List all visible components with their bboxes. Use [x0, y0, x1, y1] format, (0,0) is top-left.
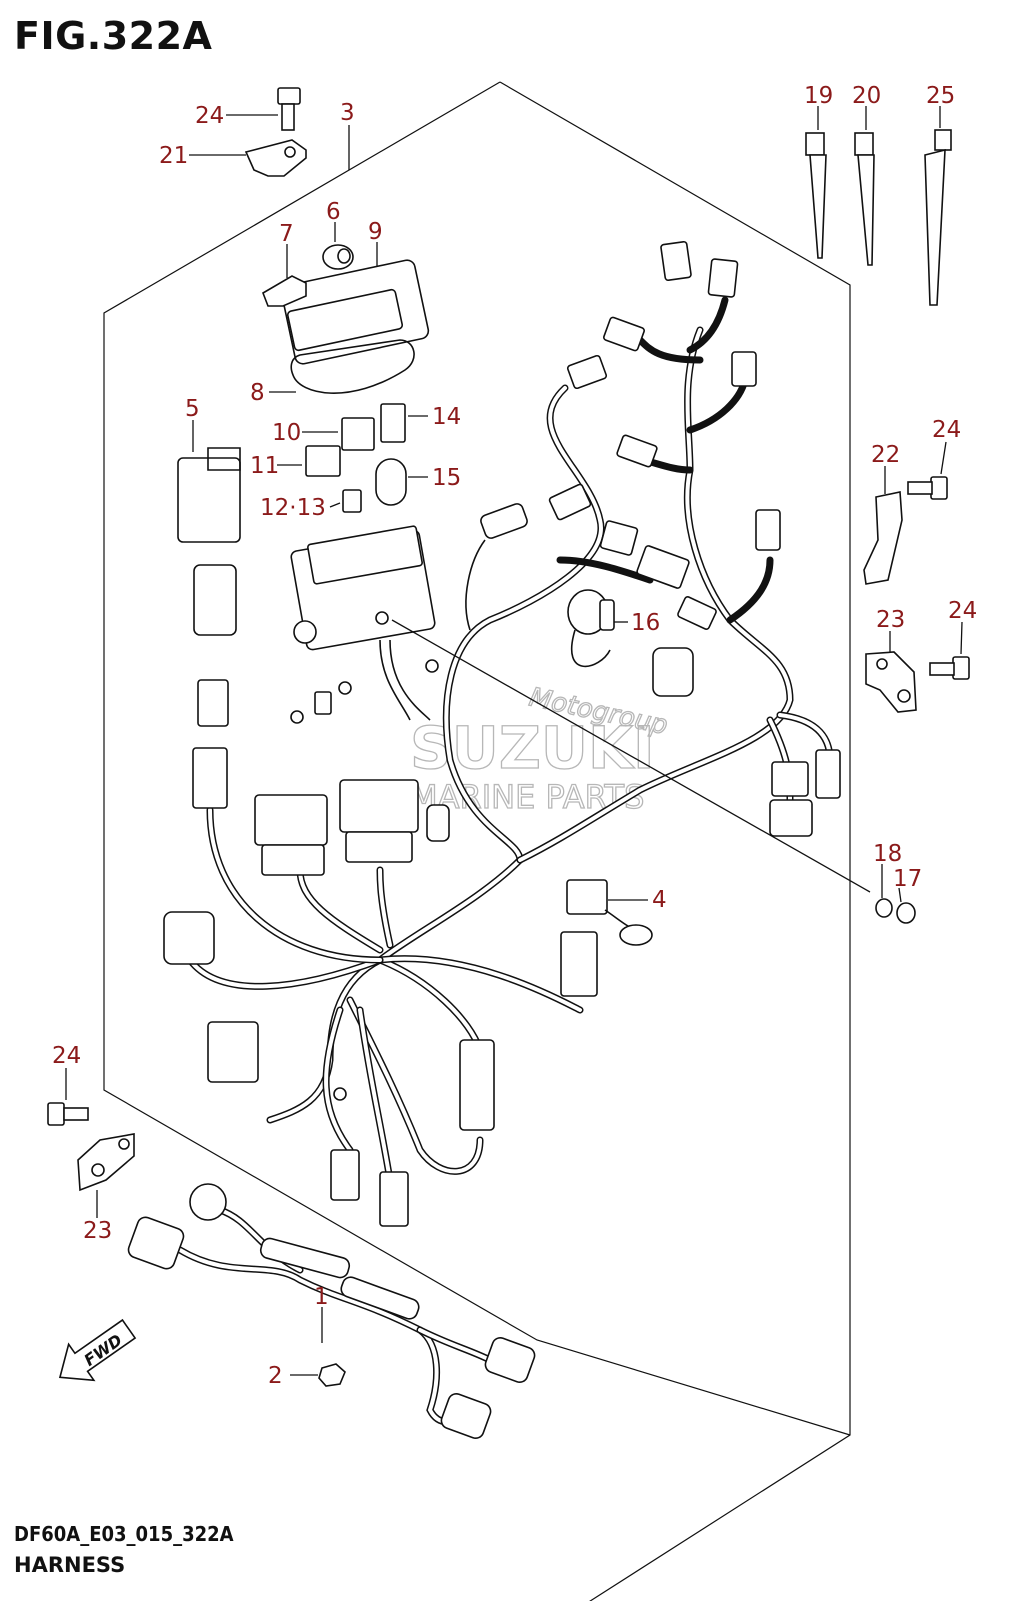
- callout-23-right: 23: [876, 607, 905, 633]
- callout-24-left: 24: [52, 1043, 81, 1069]
- callout-16: 16: [631, 610, 660, 636]
- callout-14: 14: [432, 404, 461, 430]
- relay-cover-9: [280, 259, 430, 365]
- callout-10: 10: [272, 420, 301, 446]
- callout-23-left: 23: [83, 1218, 112, 1244]
- callout-20: 20: [852, 83, 881, 109]
- bracket-23-left: [77, 1133, 135, 1192]
- bracket-21: [244, 139, 307, 177]
- nut-17: [896, 902, 916, 924]
- callout-7: 7: [279, 221, 294, 247]
- relay-10: [341, 417, 375, 451]
- cable-tie-25: [924, 129, 952, 306]
- clip-7: [262, 275, 307, 307]
- figure-title: FIG.322A: [14, 14, 213, 58]
- callout-18: 18: [873, 841, 902, 867]
- callout-17: 17: [893, 866, 922, 892]
- callout-12-13: 12·13: [260, 495, 326, 521]
- model-code: DF60A_E03_015_322A: [14, 1522, 234, 1546]
- bolt-24-top: [277, 87, 301, 131]
- fwd-arrow: FWD: [58, 1318, 137, 1382]
- callout-21: 21: [159, 143, 188, 169]
- relay-5: [177, 447, 241, 543]
- callout-19: 19: [804, 83, 833, 109]
- ground-lead-4: [566, 879, 653, 946]
- assembly-frame: [103, 81, 851, 1601]
- sensor-16: [567, 589, 615, 668]
- callout-24-right-upper: 24: [932, 417, 961, 443]
- relay-11: [305, 445, 341, 477]
- sub-harness-1: [127, 1183, 536, 1439]
- callout-6: 6: [326, 199, 341, 225]
- fuse-14: [380, 403, 406, 443]
- section-name: HARNESS: [14, 1553, 126, 1577]
- callout-9: 9: [368, 219, 383, 245]
- bolt-24-right-lower: [929, 656, 970, 680]
- nut-2: [318, 1363, 346, 1387]
- cable-tie-20: [854, 132, 875, 266]
- callout-15: 15: [432, 465, 461, 491]
- callout-5: 5: [185, 396, 200, 422]
- callout-11: 11: [250, 453, 279, 479]
- callout-25: 25: [926, 83, 955, 109]
- callout-4: 4: [652, 887, 667, 913]
- callout-24-top: 24: [195, 103, 224, 129]
- connectors: [163, 240, 841, 1227]
- fuse-12-13: [342, 489, 362, 513]
- callout-1: 1: [314, 1284, 329, 1310]
- callout-22: 22: [871, 442, 900, 468]
- cable-tie-19: [805, 132, 827, 259]
- cap-15: [375, 458, 407, 506]
- washer-18: [875, 898, 893, 918]
- gasket-8: [290, 339, 415, 394]
- bracket-23-right: [865, 651, 917, 713]
- bolt-24-right-upper: [907, 476, 948, 500]
- callout-3: 3: [340, 100, 355, 126]
- leader-lines: [65, 106, 963, 1376]
- callout-24-right-lower: 24: [948, 598, 977, 624]
- callout-8: 8: [250, 380, 265, 406]
- fuse-box-3: [290, 525, 436, 721]
- grommet-6: [322, 244, 354, 270]
- bracket-22: [863, 491, 903, 585]
- bolt-24-left: [47, 1102, 89, 1126]
- small-sensor: [465, 503, 528, 631]
- callout-labels: 1 2 3 4 5 6 7 8 9 10 11 12·13 14 15 16 1…: [52, 83, 977, 1389]
- callout-2: 2: [268, 1363, 283, 1389]
